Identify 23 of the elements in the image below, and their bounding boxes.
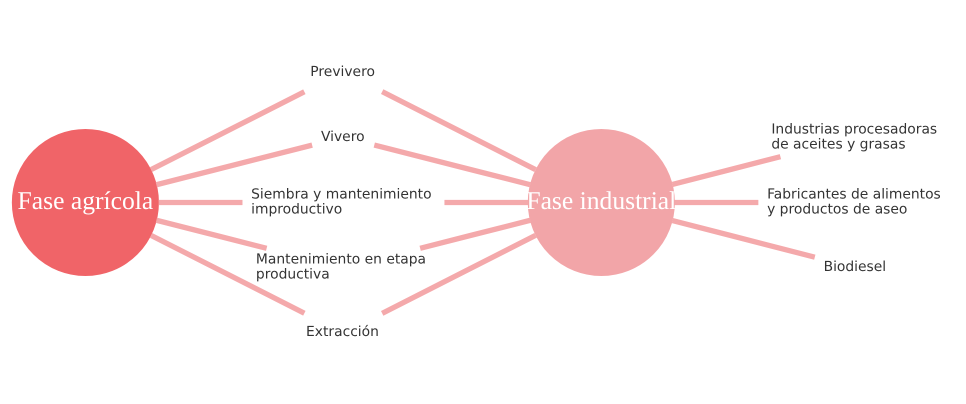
node-text: Siembra y mantenimiento improductivo: [251, 186, 432, 218]
connector: [419, 217, 532, 250]
node-text: Vivero: [320, 128, 365, 145]
node-text: Industrias procesadoras de aceites y grasas: [771, 121, 938, 152]
connector: [156, 217, 268, 250]
connector: [380, 232, 537, 316]
connector: [674, 199, 758, 205]
connector: [444, 199, 528, 205]
node-text: Mantenimiento en etapa productiva: [256, 251, 426, 282]
connector: [672, 154, 782, 187]
connector: [150, 88, 306, 172]
connector: [672, 217, 816, 260]
connector: [150, 232, 306, 316]
connector: [158, 199, 242, 205]
connector: [374, 142, 531, 187]
node-text: Extracción: [306, 324, 379, 340]
node-circle: Fase industrial: [528, 128, 675, 276]
node-text: Previvero: [310, 64, 375, 80]
connector: [380, 88, 537, 172]
node-text: Fabricantes de alimentos y productos de aseo: [767, 186, 941, 218]
node-text: Biodiesel: [824, 258, 886, 275]
node-circle: Fase agrícola: [12, 128, 159, 276]
connector: [156, 142, 313, 187]
